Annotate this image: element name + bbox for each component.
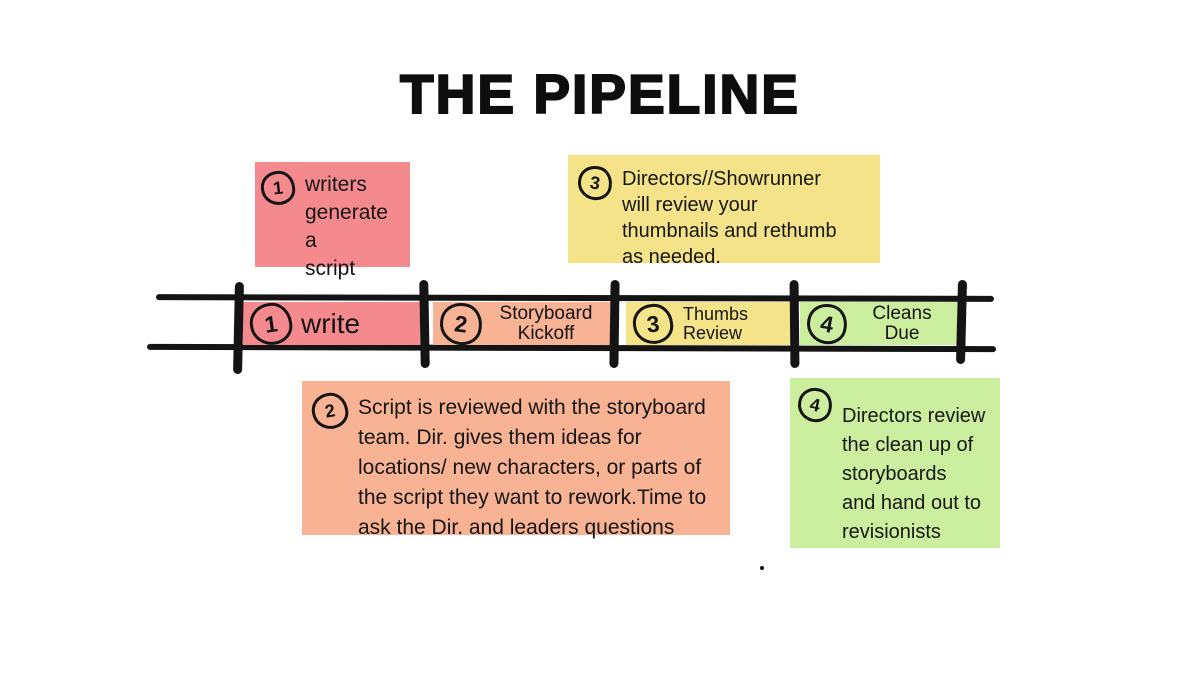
stage-label: write [301, 307, 361, 339]
note-number-circle: 3 [575, 163, 615, 203]
stage-number-circle: 2 [437, 300, 485, 347]
stage-label: Storyboard Kickoff [499, 302, 593, 344]
stage-write: 1 write [243, 299, 420, 348]
note-writers: 1 writers generate a script [255, 162, 410, 280]
timeline-tick [419, 279, 430, 369]
stray-dot [760, 566, 764, 570]
stage-number-circle: 1 [247, 299, 295, 348]
stage-label: Cleans Due [872, 302, 932, 344]
note-number-circle: 2 [309, 390, 351, 432]
note-number-circle: 4 [794, 384, 836, 426]
stage-number-circle: 4 [803, 300, 851, 347]
timeline-tick [789, 279, 800, 369]
timeline-tick [609, 279, 620, 369]
timeline-top-line [155, 294, 995, 302]
note-directors-review-cleanup: 4 Directors review the clean up of story… [790, 378, 1000, 548]
stage-label: Thumbs Review [683, 303, 749, 343]
note-text: Directors//Showrunner will review your t… [622, 168, 837, 268]
stage-storyboard-kickoff: 2 Storyboard Kickoff [433, 300, 610, 347]
page-title: THE PIPELINE [399, 62, 800, 126]
note-text: Directors review the clean up of storybo… [842, 405, 986, 543]
stage-number-circle: 3 [631, 301, 675, 346]
timeline-tick [233, 281, 244, 375]
stage-thumbs-review: 3 Thumbs Review [626, 301, 790, 346]
note-directors-review-thumbnails: 3 Directors//Showrunner will review your… [568, 155, 880, 268]
timeline-bottom-line [146, 343, 997, 353]
note-text: Script is reviewed with the storyboard t… [358, 396, 707, 539]
note-script-review: 2 Script is reviewed with the storyboard… [302, 381, 730, 539]
note-text: writers generate a script [305, 173, 388, 280]
note-number-circle: 1 [259, 169, 297, 207]
stage-cleans-due: 4 Cleans Due [800, 300, 957, 347]
